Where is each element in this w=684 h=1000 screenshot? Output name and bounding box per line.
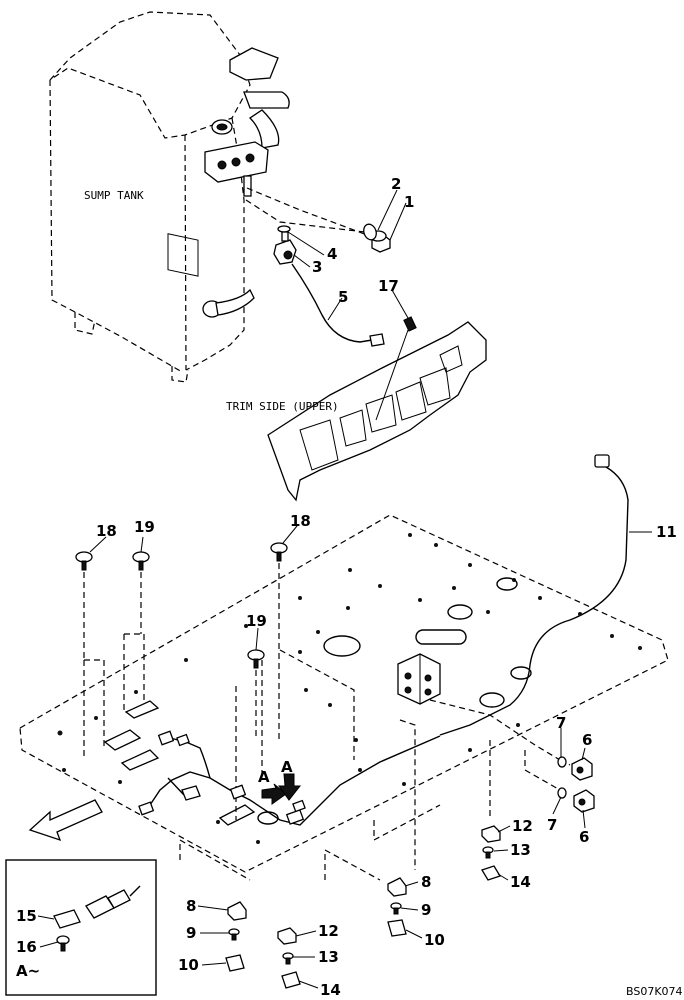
sump-tank-label: SUMP TANK <box>84 189 144 202</box>
callout-16: 16 <box>16 938 37 956</box>
view-a-arrows <box>261 773 302 805</box>
clip-10-center <box>387 919 407 937</box>
callout-14-mid: 14 <box>320 981 341 999</box>
callout-13-mid: 13 <box>318 948 339 966</box>
washer-7-lower <box>557 787 567 799</box>
leader-tank-to-plug <box>245 199 366 233</box>
bolt-13-mid <box>282 952 294 965</box>
connector-6-lower <box>573 789 595 813</box>
drawing-code: BS07K074 <box>626 985 683 998</box>
clamp-8-center <box>387 877 407 897</box>
callout-5: 5 <box>338 288 348 306</box>
view-a-arrow-label-1: A <box>258 768 270 786</box>
wire-harness-5 <box>291 263 385 347</box>
callout-10-center: 10 <box>424 931 445 949</box>
callout-11: 11 <box>656 523 677 541</box>
screw-19-mid <box>247 649 265 740</box>
view-a-arrow-label-2: A <box>281 758 293 776</box>
callout-12-right: 12 <box>512 817 533 835</box>
callout-19-mid: 19 <box>246 612 267 630</box>
floor-harness <box>138 730 441 826</box>
callout-9-left: 9 <box>186 924 196 942</box>
screw-18-mid <box>270 542 288 740</box>
trim-side-label: TRIM SIDE (UPPER) <box>226 400 339 413</box>
inset-caption: A~ <box>16 962 40 980</box>
callout-4: 4 <box>327 245 337 263</box>
callout-19-left: 19 <box>134 518 155 536</box>
callout-10-left: 10 <box>178 956 199 974</box>
clip-14-right <box>481 865 501 881</box>
callout-7-lower: 7 <box>547 816 557 834</box>
callout-6-upper: 6 <box>582 731 592 749</box>
clip-14-mid <box>281 971 301 989</box>
callout-12-mid: 12 <box>318 922 339 940</box>
clip-10-left <box>225 954 245 972</box>
bolt-9-left <box>228 928 240 941</box>
bolt-13-right <box>482 846 494 859</box>
callout-13-right: 13 <box>510 841 531 859</box>
callout-7-upper: 7 <box>556 714 566 732</box>
callout-leaders <box>37 189 652 989</box>
inset-view-a <box>5 859 157 996</box>
clamp-12-right <box>481 825 501 843</box>
callout-18-left: 18 <box>96 522 117 540</box>
callout-3: 3 <box>312 258 322 276</box>
wire-harness-11 <box>439 454 629 736</box>
o-ring-part <box>363 223 377 241</box>
trim-side-panel <box>267 316 487 502</box>
callout-18-mid: 18 <box>290 512 311 530</box>
washer-7-upper <box>557 756 567 768</box>
callout-15: 15 <box>16 907 37 925</box>
front-direction-arrow <box>28 799 103 842</box>
callout-8-center: 8 <box>421 873 431 891</box>
screw-18-left <box>75 551 93 660</box>
sump-tank <box>49 11 290 383</box>
callout-6-lower: 6 <box>579 828 589 846</box>
callout-14-right: 14 <box>510 873 531 891</box>
connector-6-upper <box>571 757 593 781</box>
pressure-switch-part <box>273 225 297 265</box>
valve-block <box>397 653 441 705</box>
clamp-12-mid <box>277 927 297 945</box>
floor-plate <box>19 514 669 881</box>
screw-19-left <box>132 551 150 634</box>
bolt-9-center <box>390 902 402 915</box>
clamp-8-left <box>227 901 247 921</box>
callout-9-center: 9 <box>421 901 431 919</box>
callout-2: 2 <box>391 175 401 193</box>
callout-1: 1 <box>404 193 414 211</box>
callout-17: 17 <box>378 277 399 295</box>
callout-8-left: 8 <box>186 897 196 915</box>
